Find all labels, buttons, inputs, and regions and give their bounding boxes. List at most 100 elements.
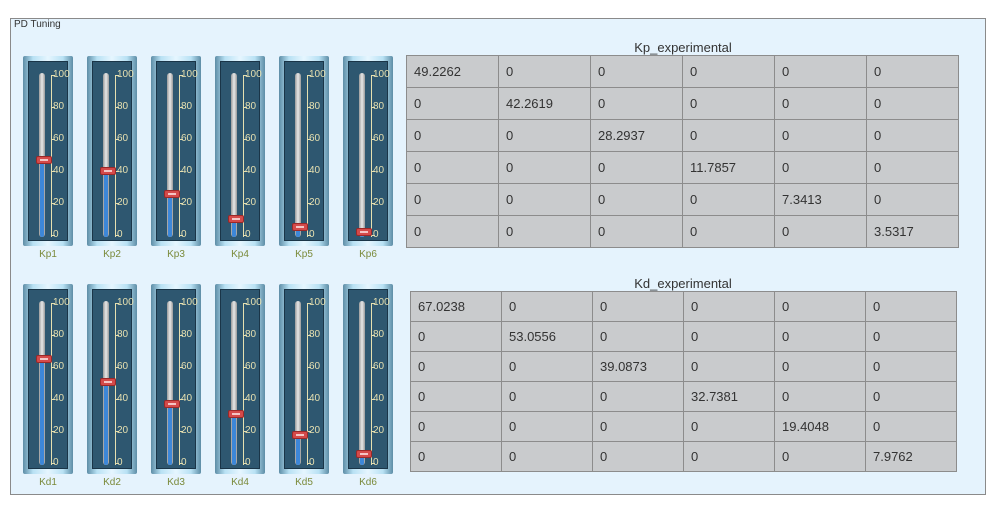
slider-track[interactable] [167, 73, 173, 237]
table-cell[interactable]: 0 [774, 321, 866, 352]
table-cell[interactable]: 0 [406, 87, 499, 120]
table-cell[interactable]: 0 [501, 381, 593, 412]
table-cell[interactable]: 0 [410, 411, 502, 442]
slider-track[interactable] [167, 301, 173, 465]
table-cell[interactable]: 28.2937 [590, 119, 683, 152]
table-cell[interactable]: 0 [590, 87, 683, 120]
table-cell[interactable]: 39.0873 [592, 351, 684, 382]
table-cell[interactable]: 32.7381 [683, 381, 775, 412]
table-cell[interactable]: 7.3413 [774, 183, 867, 216]
table-cell[interactable]: 0 [774, 381, 866, 412]
table-cell[interactable]: 0 [774, 119, 867, 152]
table-cell[interactable]: 0 [410, 381, 502, 412]
table-cell[interactable]: 0 [590, 183, 683, 216]
table-cell[interactable]: 0 [774, 87, 867, 120]
slider-track[interactable] [39, 73, 45, 237]
table-cell[interactable]: 0 [406, 119, 499, 152]
slider-thumb[interactable] [100, 377, 116, 386]
table-cell[interactable]: 0 [592, 381, 684, 412]
slider-track[interactable] [295, 301, 301, 465]
slider-thumb[interactable] [164, 400, 180, 409]
table-cell[interactable]: 0 [774, 291, 866, 322]
slider-thumb[interactable] [228, 215, 244, 224]
slider-thumb[interactable] [36, 156, 52, 165]
table-cell[interactable]: 0 [406, 215, 499, 248]
table-cell[interactable]: 0 [590, 151, 683, 184]
table-cell[interactable]: 53.0556 [501, 321, 593, 352]
table-cell[interactable]: 0 [592, 321, 684, 352]
table-cell[interactable]: 67.0238 [410, 291, 502, 322]
table-cell[interactable]: 19.4048 [774, 411, 866, 442]
table-cell[interactable]: 0 [865, 291, 957, 322]
slider-track[interactable] [103, 73, 109, 237]
table-cell[interactable]: 0 [682, 87, 775, 120]
table-cell[interactable]: 0 [866, 55, 959, 88]
table-cell[interactable]: 0 [592, 441, 684, 472]
table-cell[interactable]: 0 [410, 441, 502, 472]
slider-track[interactable] [359, 301, 365, 465]
table-cell[interactable]: 0 [866, 151, 959, 184]
table-cell[interactable]: 0 [774, 351, 866, 382]
table-cell[interactable]: 0 [865, 321, 957, 352]
table-cell[interactable]: 3.5317 [866, 215, 959, 248]
slider-thumb[interactable] [228, 409, 244, 418]
table-cell[interactable]: 0 [501, 441, 593, 472]
table-cell[interactable]: 0 [683, 321, 775, 352]
table-cell[interactable]: 0 [774, 151, 867, 184]
slider-thumb[interactable] [36, 355, 52, 364]
table-cell[interactable]: 49.2262 [406, 55, 499, 88]
table-cell[interactable]: 0 [683, 351, 775, 382]
table-cell[interactable]: 0 [501, 351, 593, 382]
table-cell[interactable]: 0 [592, 411, 684, 442]
table-cell[interactable]: 0 [498, 183, 591, 216]
table-cell[interactable]: 0 [774, 441, 866, 472]
table-cell[interactable]: 0 [590, 215, 683, 248]
slider-track[interactable] [231, 301, 237, 465]
table-cell[interactable]: 7.9762 [865, 441, 957, 472]
table-cell[interactable]: 0 [410, 321, 502, 352]
table-cell[interactable]: 0 [865, 411, 957, 442]
table-cell[interactable]: 0 [682, 55, 775, 88]
slider-track[interactable] [231, 73, 237, 237]
table-cell[interactable]: 0 [410, 351, 502, 382]
table-cell[interactable]: 0 [406, 151, 499, 184]
table-cell[interactable]: 0 [498, 55, 591, 88]
slider-track[interactable] [295, 73, 301, 237]
table-cell[interactable]: 0 [774, 215, 867, 248]
table-cell[interactable]: 0 [865, 381, 957, 412]
table-cell[interactable]: 0 [590, 55, 683, 88]
table-cell[interactable]: 0 [683, 441, 775, 472]
table-cell[interactable]: 0 [682, 183, 775, 216]
table-cell[interactable]: 0 [682, 215, 775, 248]
table-cell[interactable]: 0 [592, 291, 684, 322]
table-cell[interactable]: 0 [866, 183, 959, 216]
table-cell[interactable]: 0 [498, 215, 591, 248]
table-cell[interactable]: 0 [501, 291, 593, 322]
table-cell[interactable]: 0 [683, 291, 775, 322]
table-cell[interactable]: 0 [498, 119, 591, 152]
table-cell[interactable]: 0 [682, 119, 775, 152]
slider-thumb[interactable] [292, 430, 308, 439]
table-cell[interactable]: 0 [866, 119, 959, 152]
table-cell[interactable]: 0 [406, 183, 499, 216]
slider-thumb[interactable] [164, 189, 180, 198]
table-cell[interactable]: 0 [683, 411, 775, 442]
table-cell[interactable]: 11.7857 [682, 151, 775, 184]
slider-thumb[interactable] [356, 228, 372, 237]
table-cell[interactable]: 42.2619 [498, 87, 591, 120]
table-cell[interactable]: 0 [501, 411, 593, 442]
table-cell[interactable]: 0 [498, 151, 591, 184]
table-cell[interactable]: 0 [866, 87, 959, 120]
